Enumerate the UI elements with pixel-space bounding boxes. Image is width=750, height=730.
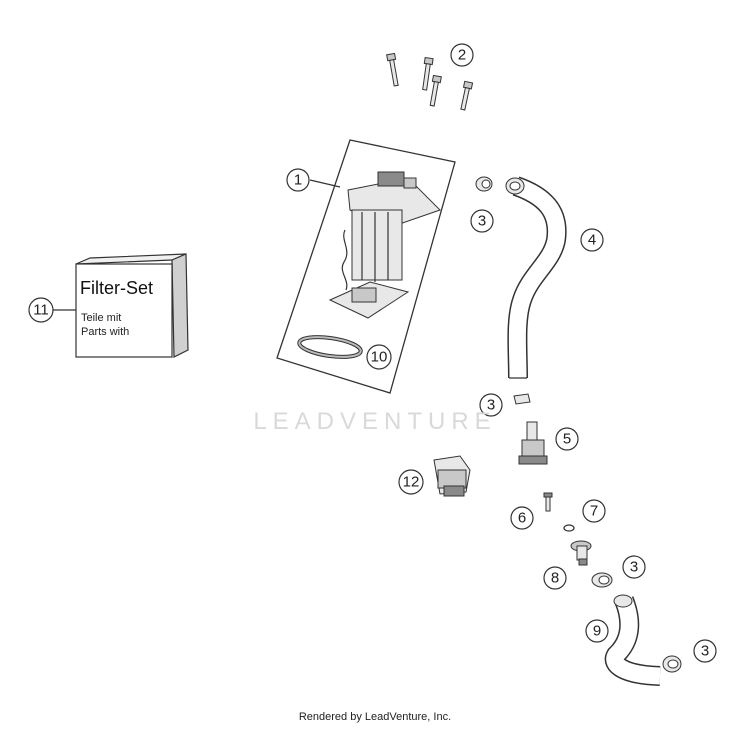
hose-clamp-part-3-lower[interactable]: [591, 572, 613, 588]
washer-part-7[interactable]: [563, 524, 575, 532]
callout-3-end: 3: [693, 639, 717, 663]
svg-text:1: 1: [294, 172, 302, 189]
callout-4: 4: [580, 228, 604, 252]
svg-text:10: 10: [371, 349, 388, 366]
callout-6: 6: [510, 506, 534, 530]
callout-5: 5: [555, 427, 579, 451]
svg-text:3: 3: [487, 397, 495, 414]
bolts-part-2[interactable]: [386, 52, 474, 111]
hose-clamp-part-3-middle[interactable]: [513, 393, 531, 405]
svg-text:12: 12: [403, 474, 420, 491]
svg-text:5: 5: [563, 431, 571, 448]
svg-text:4: 4: [588, 232, 596, 249]
callout-7: 7: [582, 499, 606, 523]
callout-3-upper: 3: [470, 209, 494, 233]
screw-part-6[interactable]: [543, 492, 553, 512]
svg-text:3: 3: [701, 643, 709, 660]
svg-text:7: 7: [590, 503, 598, 520]
svg-text:9: 9: [593, 623, 601, 640]
watermark: LEADVENTURE: [253, 408, 497, 435]
callout-12: 12: [398, 469, 424, 495]
leader-lines: [53, 179, 341, 311]
svg-text:2: 2: [458, 47, 466, 64]
callout-10: 10: [366, 344, 392, 370]
filter-box-line-2: Parts with: [81, 326, 130, 338]
callout-9: 9: [585, 619, 609, 643]
filter-box-title: Filter-Set: [80, 278, 154, 298]
fuel-hose-part-4[interactable]: [505, 176, 567, 379]
callout-2: 2: [450, 43, 474, 67]
svg-text:3: 3: [630, 559, 638, 576]
svg-text:8: 8: [551, 570, 559, 587]
hose-clamp-part-3-end[interactable]: [662, 655, 682, 673]
fuel-pump-assembly-part-1[interactable]: [276, 139, 456, 394]
callout-3-lower: 3: [622, 555, 646, 579]
svg-text:6: 6: [518, 510, 526, 527]
callout-8: 8: [543, 566, 567, 590]
connector-clip-part-12[interactable]: [433, 455, 471, 497]
callouts: 1 2 3 3 3 3 4 5 6 7 8 9 10 11 12: [28, 43, 717, 663]
svg-text:11: 11: [33, 302, 49, 319]
lower-hose-part-9[interactable]: [604, 594, 661, 686]
callout-1: 1: [286, 168, 310, 192]
filter-set-box-part-11[interactable]: [75, 253, 189, 358]
filter-box-line-1: Teile mit: [81, 312, 122, 324]
callout-11: 11: [28, 297, 54, 323]
footer-credit: Rendered by LeadVenture, Inc.: [298, 711, 452, 723]
seal-ring-part-10[interactable]: [297, 334, 363, 360]
callout-3-middle: 3: [479, 393, 503, 417]
hose-clamp-part-3-upper[interactable]: [475, 176, 493, 192]
quick-connector-part-5[interactable]: [518, 421, 548, 465]
fitting-part-8[interactable]: [570, 540, 592, 566]
svg-text:3: 3: [478, 213, 486, 230]
